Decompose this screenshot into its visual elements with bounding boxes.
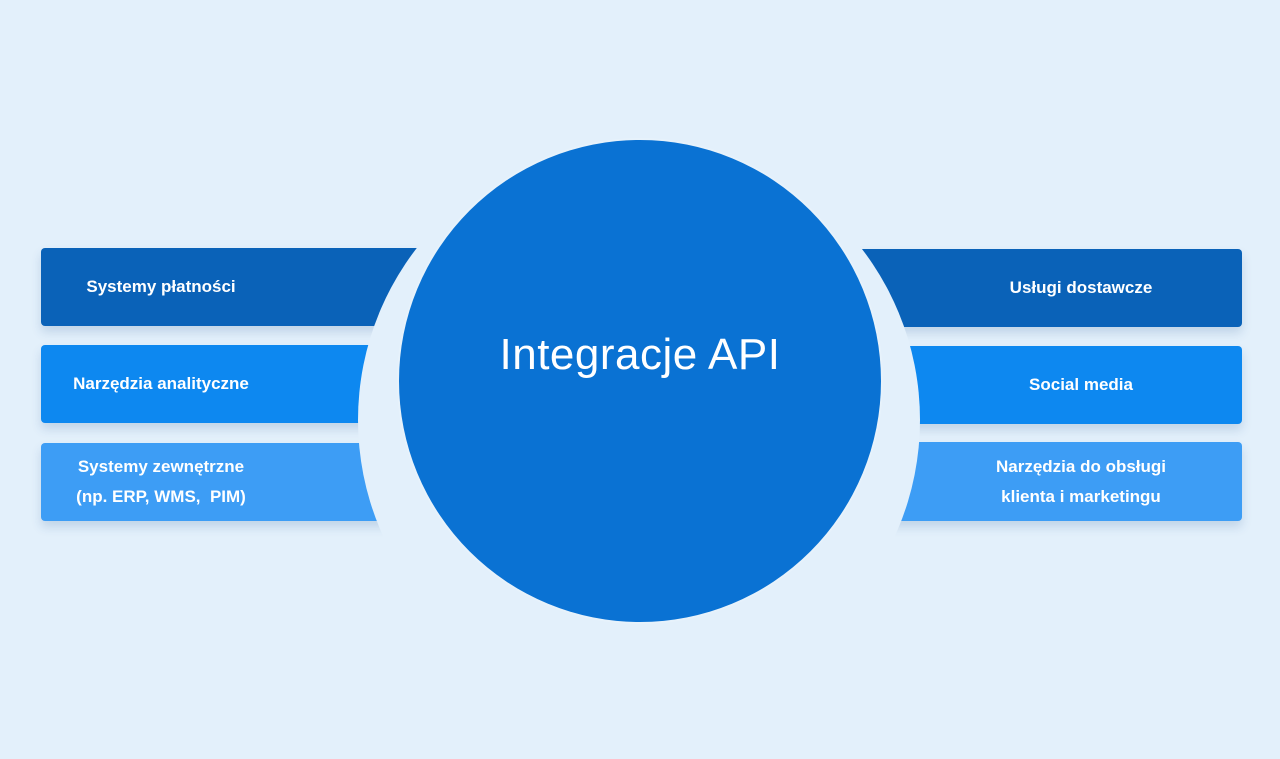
- band-label-line-1: Narzędzia do obsługi: [995, 456, 1167, 476]
- band-label: Narzędzia analityczne: [73, 374, 249, 393]
- left-band-external-systems: Systemy zewnętrzne (np. ERP, WMS, PIM): [41, 443, 421, 521]
- left-band-payment-systems: Systemy płatności: [41, 248, 421, 326]
- band-label-line-2: (np. ERP, WMS, PIM): [76, 487, 246, 506]
- band-label-line-1: Systemy zewnętrzne: [77, 457, 245, 476]
- right-band-social-media: Social media: [860, 346, 1242, 424]
- right-band-customer-marketing-tools: Narzędzia do obsługi klienta i marketing…: [860, 442, 1242, 521]
- right-band-delivery-services: Usługi dostawcze: [860, 249, 1242, 327]
- band-label: Usługi dostawcze: [1009, 278, 1153, 297]
- band-label-line-2: klienta i marketingu: [1001, 486, 1161, 506]
- band-label: Social media: [1029, 375, 1133, 394]
- central-title: Integracje API: [499, 330, 781, 379]
- left-band-analytics-tools: Narzędzia analityczne: [41, 345, 421, 423]
- band-label: Systemy płatności: [86, 277, 236, 296]
- central-circle: [399, 140, 881, 622]
